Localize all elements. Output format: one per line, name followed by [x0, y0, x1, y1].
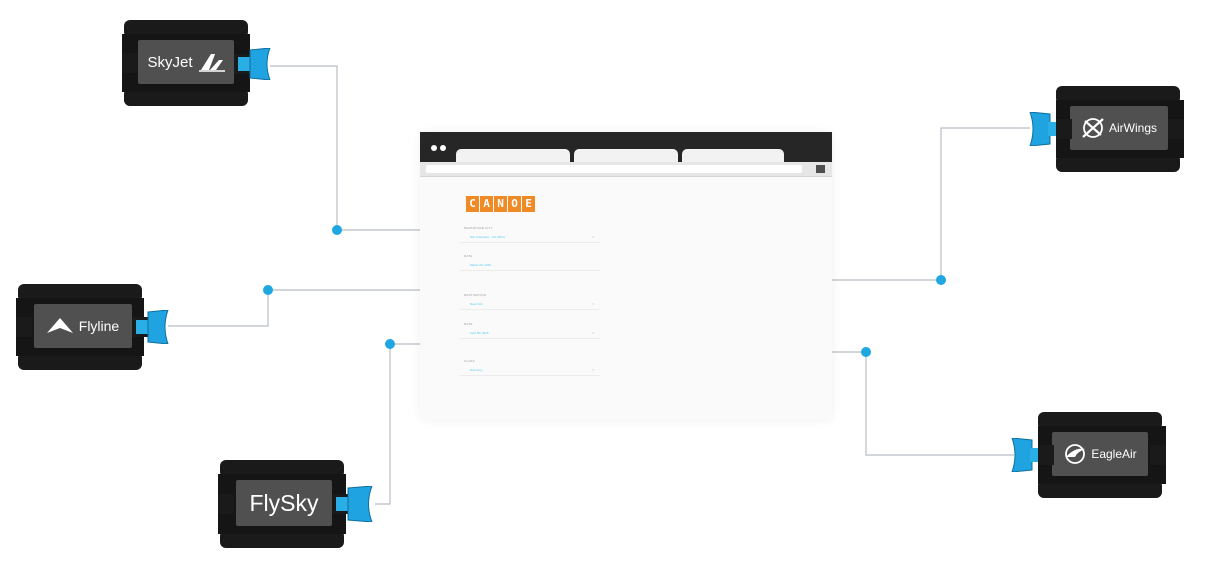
adapter-rail: [220, 530, 344, 548]
plug-connector: [132, 310, 172, 344]
adapter-notch: [16, 317, 32, 337]
airline-label-airwings: AirWings: [1070, 106, 1168, 150]
logo-letter: C: [466, 196, 479, 212]
chevron-down-icon: ▾: [592, 368, 594, 372]
adapter-rail: [124, 20, 248, 38]
menu-icon[interactable]: [816, 165, 825, 173]
destination-label: DESTINATION: [464, 293, 487, 297]
return-date-value: April 5th 2015: [470, 331, 489, 335]
airline-name: SkyJet: [147, 53, 193, 71]
paper-plane-icon: [46, 318, 73, 333]
class-label: CLASS: [464, 359, 475, 363]
plug-shape: [332, 486, 373, 522]
adapter-notch: [1168, 119, 1184, 139]
plug-connector: [332, 486, 376, 522]
adapter-notch: [1150, 445, 1166, 465]
browser-window: C A N O E DEPARTURE CITY San Francisco -…: [420, 132, 832, 420]
return-date-label: DATE: [464, 322, 473, 326]
browser-title-bar: [420, 132, 832, 162]
connector-eagleair: [832, 351, 1014, 456]
plug-shape: [1011, 438, 1054, 472]
connector-airwings: [832, 127, 1030, 281]
logo-letter: O: [508, 196, 521, 212]
browser-tab[interactable]: [574, 149, 678, 162]
plug-shape: [234, 48, 271, 80]
window-dot[interactable]: [431, 145, 437, 151]
adapter-notch: [122, 53, 138, 73]
plug-connector: [234, 48, 274, 80]
browser-toolbar: [420, 162, 832, 177]
adapter-rail: [1038, 480, 1162, 498]
adapter-notch: [218, 494, 234, 514]
connector-skyjet: [270, 65, 420, 231]
departure-city-field[interactable]: San Francisco - CA (SFO) ▾: [460, 233, 600, 243]
browser-tab[interactable]: [456, 149, 570, 162]
browser-tab[interactable]: [682, 149, 784, 162]
class-field[interactable]: Economy ▾: [460, 366, 600, 376]
departure-city-value: San Francisco - CA (SFO): [470, 235, 505, 239]
airline-name: AirWings: [1108, 121, 1157, 135]
class-value: Economy: [470, 368, 483, 372]
logo-letter: A: [480, 196, 493, 212]
airline-label-flyline: Flyline: [34, 304, 132, 348]
departure-date-field[interactable]: March 29, 2015: [460, 261, 600, 271]
return-date-field[interactable]: April 5th 2015 ▾: [460, 329, 600, 339]
departure-date-label: DATE: [464, 254, 473, 258]
logo-letter: N: [494, 196, 507, 212]
plug-connector: [1008, 438, 1054, 472]
airline-label-skyjet: SkyJet: [138, 40, 234, 84]
connector-node-flysky: [385, 339, 395, 349]
airline-adapter-flysky[interactable]: FlySky: [218, 460, 378, 548]
adapter-rail: [1038, 412, 1162, 430]
window-dot[interactable]: [440, 145, 446, 151]
departure-city-label: DEPARTURE CITY: [464, 226, 493, 230]
logo-letter: E: [522, 196, 535, 212]
canoe-logo: C A N O E: [466, 196, 535, 212]
airline-adapter-flyline[interactable]: Flyline: [16, 284, 172, 370]
destination-field[interactable]: New York ▾: [460, 300, 600, 310]
adapter-rail: [18, 352, 142, 370]
airline-label-flysky: FlySky: [236, 480, 332, 526]
connector-node-eagleair: [861, 347, 871, 357]
airline-adapter-skyjet[interactable]: SkyJet: [122, 20, 274, 106]
airline-adapter-airwings[interactable]: AirWings: [1026, 86, 1184, 172]
destination-value: New York: [470, 302, 483, 306]
airline-name: FlySky: [249, 489, 319, 516]
adapter-rail: [1056, 86, 1180, 104]
airline-label-eagleair: EagleAir: [1052, 432, 1148, 476]
address-bar[interactable]: [426, 165, 802, 173]
connector-node-airwings: [936, 275, 946, 285]
airline-name: Flyline: [78, 318, 120, 334]
plug-shape: [1029, 112, 1072, 146]
connector-node-skyjet: [332, 225, 342, 235]
departure-date-value: March 29, 2015: [470, 263, 491, 267]
adapter-rail: [18, 284, 142, 302]
plug-connector: [1026, 112, 1072, 146]
connector-node-flyline: [263, 285, 273, 295]
booking-page: C A N O E DEPARTURE CITY San Francisco -…: [420, 177, 832, 420]
eagle-icon: [1065, 444, 1086, 464]
connector-flysky: [375, 343, 420, 505]
adapter-rail: [124, 88, 248, 106]
chevron-down-icon: ▾: [592, 302, 594, 306]
plug-shape: [132, 310, 169, 344]
airline-name: EagleAir: [1091, 447, 1137, 461]
airline-adapter-eagleair[interactable]: EagleAir: [1008, 412, 1166, 498]
chevron-down-icon: ▾: [592, 235, 594, 239]
connector-flyline: [168, 289, 420, 327]
tailfin-icon: [198, 54, 225, 72]
crossed-planes-icon: [1082, 118, 1104, 138]
adapter-rail: [220, 460, 344, 478]
adapter-rail: [1056, 154, 1180, 172]
chevron-down-icon: ▾: [592, 331, 594, 335]
